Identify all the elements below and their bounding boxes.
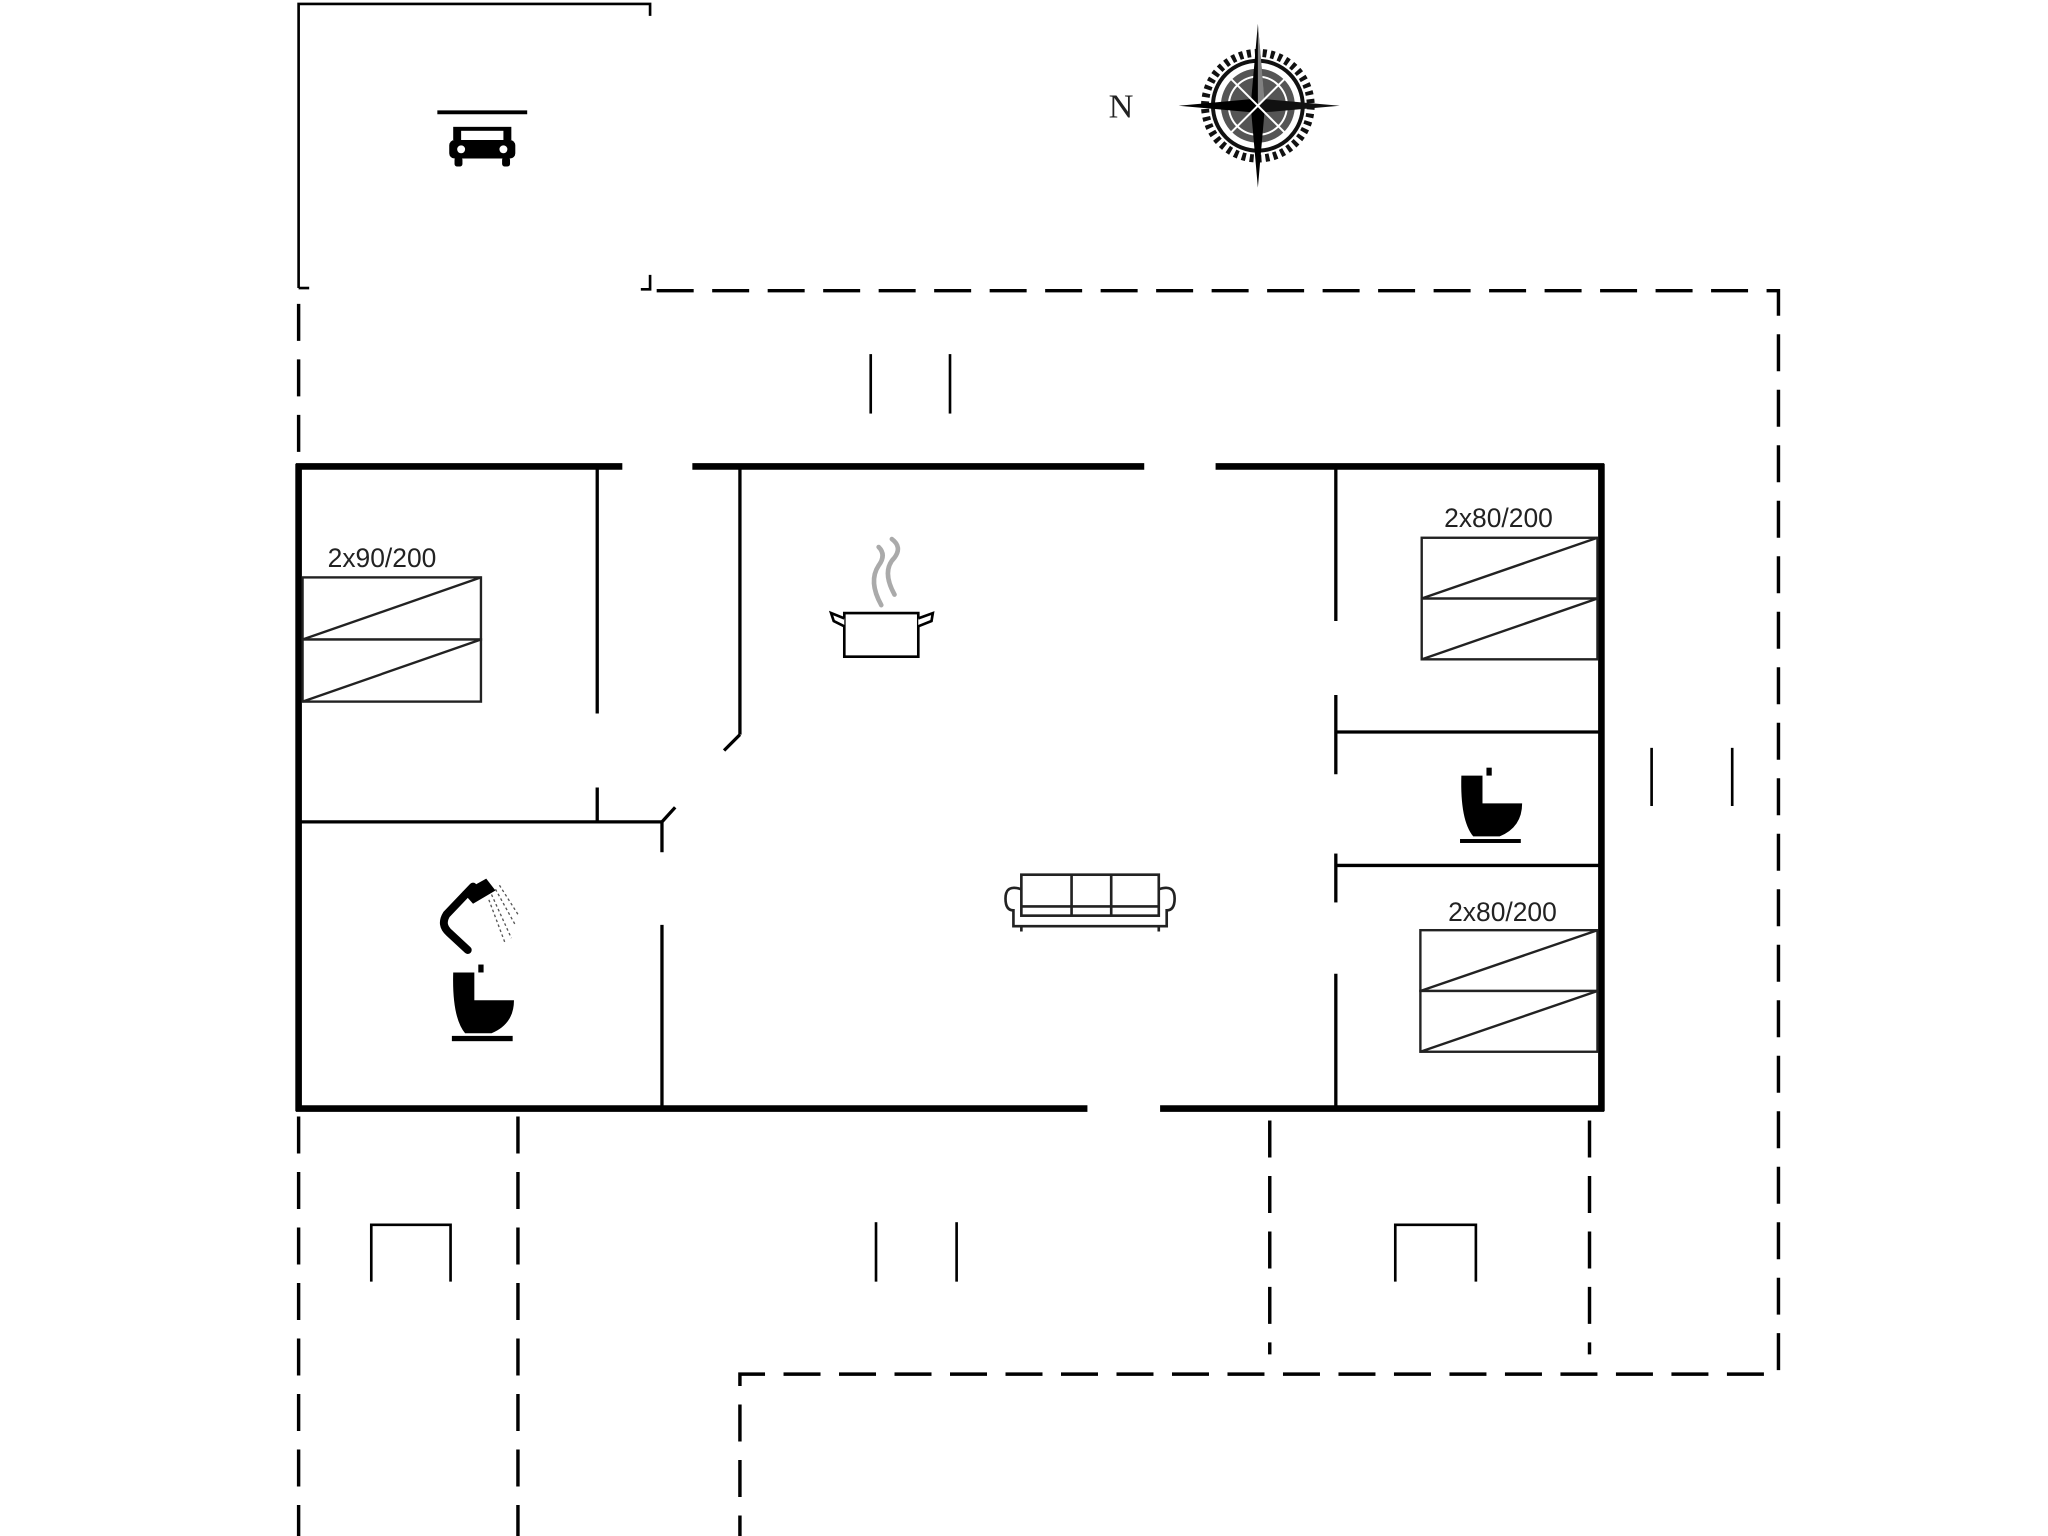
twin-bed-icon bbox=[1420, 536, 1599, 661]
carport bbox=[297, 2, 652, 291]
bedroom-west: 2x90/200 bbox=[301, 543, 483, 703]
shower-icon bbox=[439, 878, 519, 954]
compass-rose-icon bbox=[1178, 23, 1340, 188]
car-icon bbox=[437, 110, 528, 167]
bed-size-label: 2x90/200 bbox=[328, 543, 437, 573]
cooking-pot-icon bbox=[828, 536, 935, 659]
north-label: N bbox=[1109, 88, 1134, 126]
terrace-outlines bbox=[296, 288, 1781, 1536]
bathroom-west bbox=[439, 878, 519, 1042]
wc-east bbox=[1460, 767, 1523, 843]
toilet-icon bbox=[1460, 767, 1523, 843]
toilet-icon bbox=[451, 964, 514, 1042]
compass: N bbox=[1109, 23, 1340, 188]
outdoor-shower-icon bbox=[1393, 1223, 1478, 1282]
twin-bed-icon bbox=[1419, 928, 1599, 1053]
bed-size-label: 2x80/200 bbox=[1444, 503, 1553, 533]
step-markers bbox=[869, 354, 1734, 1282]
bed-size-label: 2x80/200 bbox=[1448, 897, 1557, 927]
twin-bed-icon bbox=[301, 576, 483, 703]
interior-walls bbox=[301, 469, 1599, 1106]
exterior-walls bbox=[295, 463, 1605, 1112]
bedroom-northeast: 2x80/200 bbox=[1420, 503, 1599, 661]
sofa-icon bbox=[1004, 873, 1176, 932]
outdoor-shower-icon bbox=[369, 1223, 452, 1282]
kitchen-living bbox=[828, 536, 1176, 932]
bedroom-southeast: 2x80/200 bbox=[1419, 897, 1599, 1053]
